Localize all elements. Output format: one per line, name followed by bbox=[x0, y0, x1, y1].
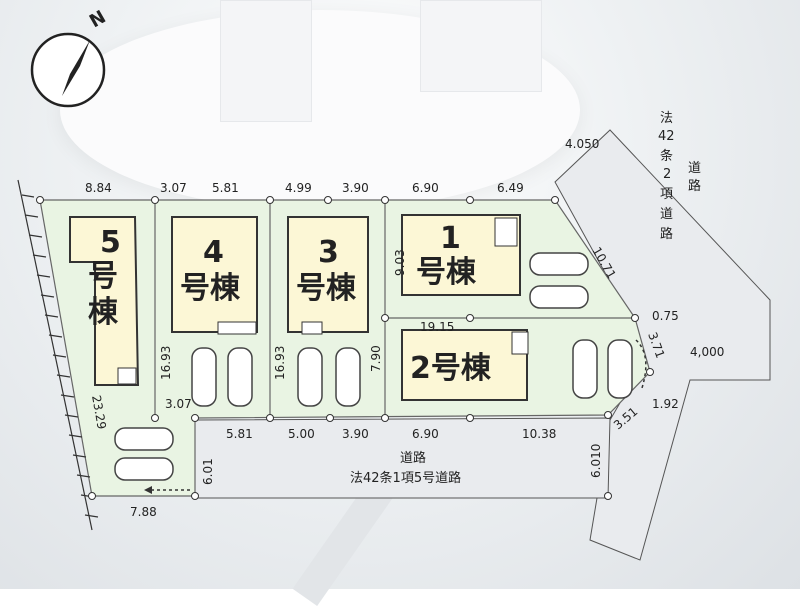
south-road-label-2: 法42条1項5号道路 bbox=[350, 470, 461, 486]
lot5-suffix2: 棟 bbox=[88, 295, 119, 330]
lot3-suffix: 号棟 bbox=[296, 271, 357, 306]
dim-left: 23.29 bbox=[89, 394, 109, 430]
dim-top: 3.90 bbox=[342, 181, 369, 195]
svg-text:42: 42 bbox=[658, 129, 675, 144]
house-3 bbox=[287, 216, 369, 333]
lot1-suffix: 号棟 bbox=[416, 255, 477, 290]
lot4-suffix: 号棟 bbox=[180, 271, 241, 306]
dim-inner: 3.07 bbox=[165, 397, 192, 411]
lot-lines bbox=[154, 200, 635, 418]
house-2 bbox=[401, 329, 528, 401]
svg-text:道: 道 bbox=[688, 161, 701, 176]
dim-right: 1.92 bbox=[652, 397, 679, 411]
svg-text:法: 法 bbox=[660, 111, 673, 126]
stairs bbox=[217, 217, 529, 355]
dim-right: 4.050 bbox=[565, 137, 599, 151]
background-box bbox=[420, 0, 542, 92]
svg-text:路: 路 bbox=[688, 178, 701, 194]
dim-bottom: 10.38 bbox=[522, 427, 556, 441]
svg-text:路: 路 bbox=[660, 226, 673, 242]
background-box bbox=[220, 0, 312, 122]
lot5-suffix1: 号 bbox=[88, 259, 118, 294]
svg-text:2: 2 bbox=[663, 167, 671, 182]
lot1-number: 1 bbox=[440, 221, 461, 256]
dim-bottom: 6.90 bbox=[412, 427, 439, 441]
dim-inner: 9.03 bbox=[393, 249, 407, 276]
site-plan-svg: N 5 号 棟 4 号棟 3 号棟 1 号棟 2号棟 道路 法42条1項5号道路… bbox=[17, 7, 771, 561]
dim-bottom: 5.81 bbox=[226, 427, 253, 441]
dim-bottom: 3.90 bbox=[342, 427, 369, 441]
dim-top: 4.99 bbox=[285, 181, 312, 195]
dim-inner: 16.93 bbox=[273, 346, 287, 380]
svg-text:条: 条 bbox=[660, 148, 673, 164]
house-4 bbox=[171, 216, 258, 333]
dim-inner: 16.93 bbox=[159, 346, 173, 380]
dim-inner: 7.90 bbox=[369, 345, 383, 372]
svg-text:道: 道 bbox=[660, 207, 673, 222]
dim-inner: 19.15 bbox=[420, 320, 454, 334]
dim-top: 5.81 bbox=[212, 181, 239, 195]
north-arrow-icon: N bbox=[30, 7, 110, 108]
south-road-label-1: 道路 bbox=[400, 450, 426, 466]
dim-left: 6.01 bbox=[201, 458, 215, 485]
dim-top: 6.49 bbox=[497, 181, 524, 195]
arrow-head-icon bbox=[144, 486, 152, 494]
dim-top: 3.07 bbox=[160, 181, 187, 195]
dim-top: 8.84 bbox=[85, 181, 112, 195]
retaining-wall bbox=[17, 179, 99, 531]
east-road-label-col2: 法 42 条 2 項 道 路 bbox=[658, 111, 675, 242]
parking-cars bbox=[114, 252, 633, 481]
lot2-label: 2号棟 bbox=[410, 351, 492, 386]
svg-text:項: 項 bbox=[660, 187, 673, 202]
dim-bottom: 5.00 bbox=[288, 427, 315, 441]
lot4-number: 4 bbox=[203, 235, 224, 270]
dim-right: 0.75 bbox=[652, 309, 679, 323]
boundary-markers bbox=[36, 196, 654, 500]
lot5-number: 5 bbox=[100, 225, 121, 260]
east-road-label-col1: 道 路 bbox=[688, 161, 701, 194]
north-label: N bbox=[86, 7, 110, 33]
house-5 bbox=[69, 216, 140, 386]
dim-left: 6.010 bbox=[589, 444, 603, 478]
dim-left: 7.88 bbox=[130, 505, 157, 519]
dim-right: 4,000 bbox=[690, 345, 724, 359]
dim-top: 6.90 bbox=[412, 181, 439, 195]
lot3-number: 3 bbox=[318, 235, 339, 270]
